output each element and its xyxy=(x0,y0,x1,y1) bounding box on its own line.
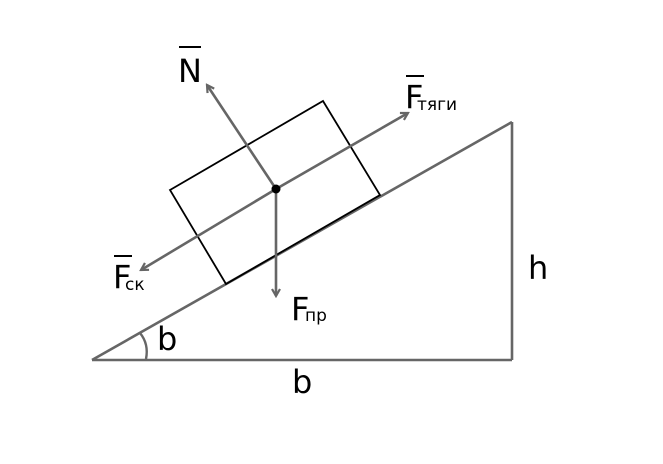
traction-force-arrow xyxy=(275,111,408,191)
base-label: b xyxy=(292,363,312,401)
angle-arc xyxy=(139,332,148,360)
friction-force-subscript: ск xyxy=(125,275,145,295)
height-label: h xyxy=(528,249,548,287)
angle-label: b xyxy=(157,320,177,358)
gravity-force-subscript: пр xyxy=(305,306,327,326)
block xyxy=(168,99,382,286)
center-of-mass-dot xyxy=(271,184,281,194)
traction-force-subscript: тяги xyxy=(417,95,457,115)
normal-force-label: N xyxy=(178,52,202,90)
gravity-force-label: F xyxy=(291,290,309,328)
friction-force-label: F xyxy=(113,258,131,296)
friction-force-arrow xyxy=(141,187,277,270)
traction-force-label: F xyxy=(405,78,423,116)
normal-force-arrow xyxy=(207,85,278,190)
